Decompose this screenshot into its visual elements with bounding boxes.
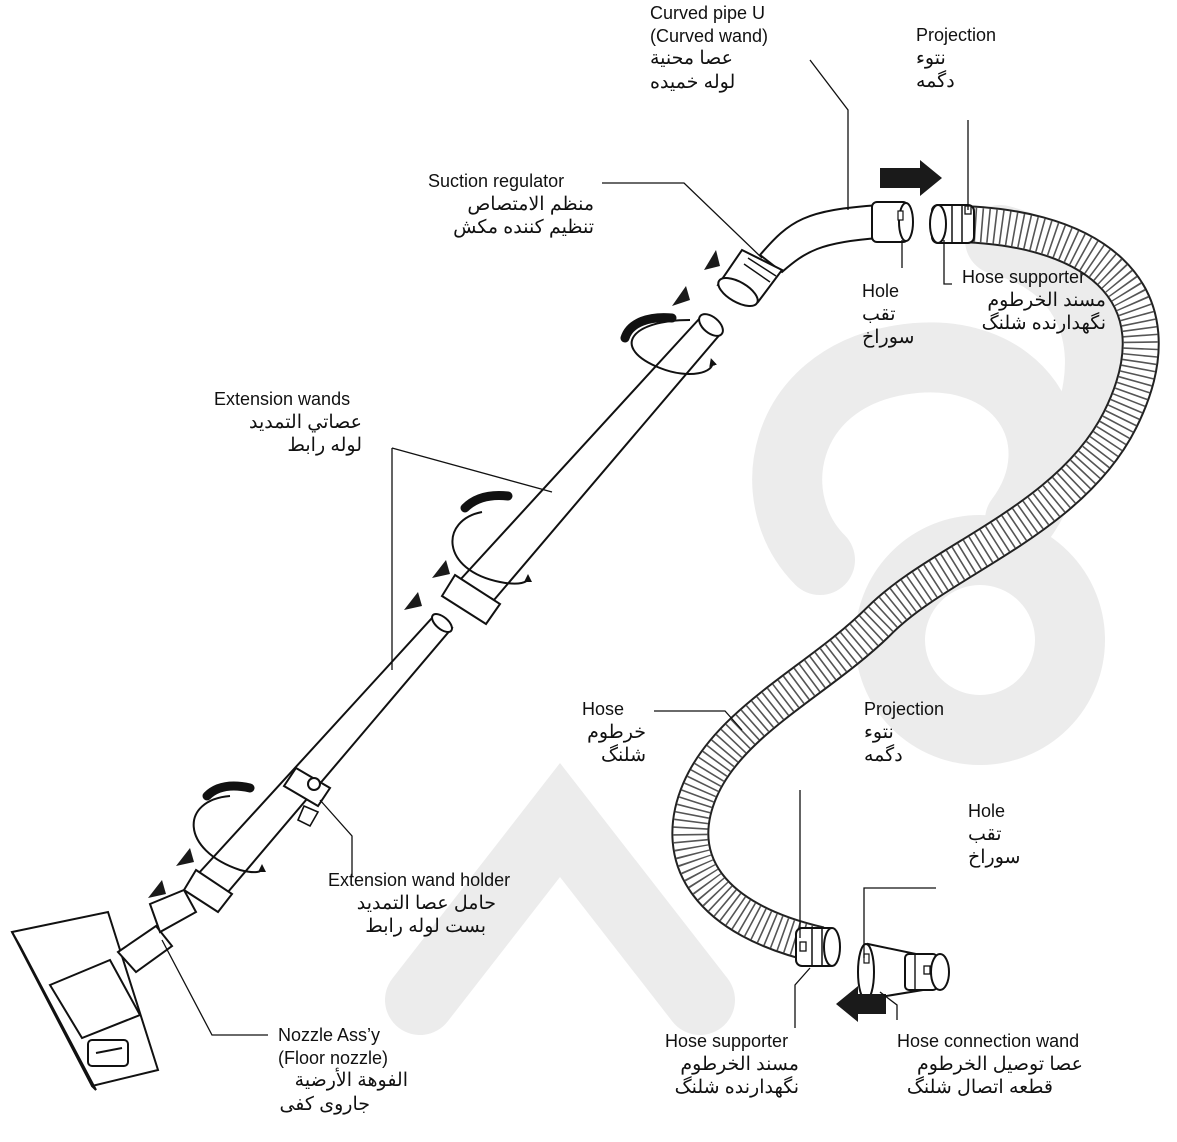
label-nozzle: Nozzle Ass’y (Floor nozzle) الفوهة الأرض… — [278, 1025, 408, 1115]
label-hole-top: Hole تقب سوراخ — [862, 281, 915, 349]
extension-wand-holder-part — [282, 766, 332, 828]
hose-supporter-bottom-part — [795, 927, 841, 967]
label-projection-bottom: Projection نتوء دگمه — [864, 699, 945, 767]
label-extension-wand-holder: Extension wand holder حامل عصا التمديد ب… — [328, 870, 511, 938]
label-hose-supporter-top: Hose supporter مسند الخرطوم نگهدارنده شل… — [962, 267, 1106, 335]
direction-arrows — [148, 160, 942, 1022]
watermark — [385, 205, 1135, 1035]
hose-connection-wand-part — [857, 942, 950, 1002]
label-hole-bottom: Hole تقب سوراخ — [968, 801, 1021, 869]
curved-pipe-part — [758, 201, 914, 274]
label-suction-regulator: Suction regulator منظم الامتصاص تنظيم كن… — [428, 171, 594, 239]
extension-wand-lower — [182, 613, 454, 914]
floor-nozzle-part — [10, 888, 198, 1091]
label-hose: Hose خرطوم شلنگ — [582, 699, 646, 767]
label-extension-wands: Extension wands عصاتي التمديد لوله رابط — [214, 389, 362, 457]
label-hose-supporter-bottom: Hose supporter مسند الخرطوم نگهدارنده شل… — [665, 1031, 799, 1099]
label-curved-pipe: Curved pipe U (Curved wand) عصا محنية لو… — [650, 3, 769, 93]
hose — [671, 204, 1160, 964]
extension-wand-upper — [440, 313, 724, 626]
hose-supporter-top-part — [929, 204, 975, 244]
label-projection-top: Projection نتوء دگمه — [916, 25, 997, 93]
suction-regulator-part — [716, 248, 784, 307]
rotation-arrows — [192, 313, 717, 874]
label-hose-connection-wand: Hose connection wand عصا توصيل الخرطوم ق… — [897, 1031, 1083, 1099]
leader-lines — [161, 59, 969, 1036]
